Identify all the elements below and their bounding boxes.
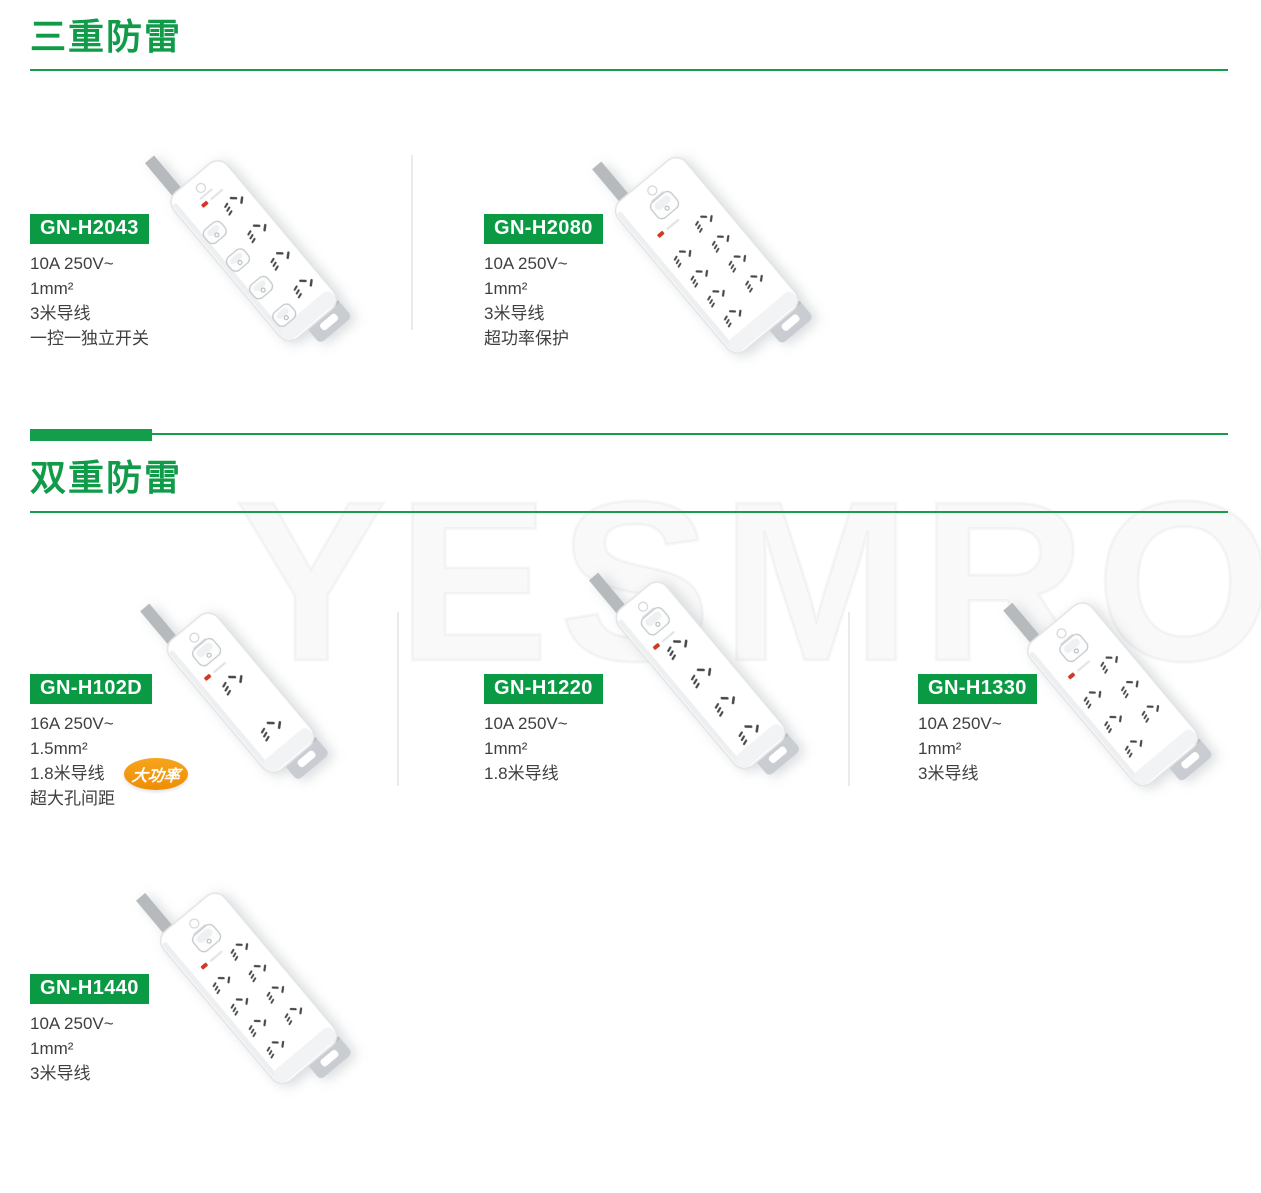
spec-line: 1mm² xyxy=(484,279,528,298)
product-specs: 10A 250V~ 1mm² 3米导线 xyxy=(30,1011,260,1086)
product-info: GN-H1220 10A 250V~ 1mm² 1.8米导线 xyxy=(484,674,714,786)
column-divider xyxy=(411,155,413,330)
high-power-tag: 大功率 xyxy=(124,758,188,790)
spec-line: 超功率保护 xyxy=(484,329,569,348)
product-image-gn-h1330 xyxy=(970,543,1255,843)
model-badge: GN-H2043 xyxy=(30,214,149,244)
section-title-triple-protection: 三重防雷 xyxy=(30,16,183,57)
spec-line: 1mm² xyxy=(30,1039,74,1058)
power-strip-illustration xyxy=(1003,602,1212,787)
power-strip-illustration xyxy=(588,572,799,775)
spec-line: 10A 250V~ xyxy=(484,254,568,273)
spec-line: 3米导线 xyxy=(918,764,979,783)
spec-line: 3米导线 xyxy=(30,304,91,323)
spec-line: 10A 250V~ xyxy=(918,714,1002,733)
model-badge: GN-H1220 xyxy=(484,674,603,704)
model-badge: GN-H1330 xyxy=(918,674,1037,704)
spec-line: 16A 250V~ xyxy=(30,714,114,733)
product-image-gn-h2080 xyxy=(557,98,854,411)
spec-line: 超大孔间距 xyxy=(30,789,115,808)
product-image-gn-h102d xyxy=(109,553,370,830)
spec-line: 3米导线 xyxy=(484,304,545,323)
section-underline xyxy=(30,511,1228,513)
section-topline xyxy=(152,433,1228,435)
spec-line: 3米导线 xyxy=(30,1064,91,1083)
product-image-gn-h1220 xyxy=(558,523,842,827)
power-strip-illustration xyxy=(592,156,812,354)
spec-line: 10A 250V~ xyxy=(30,1014,114,1033)
product-specs: 16A 250V~ 1.5mm² 1.8米导线 超大孔间距 xyxy=(30,711,260,811)
spec-line: 1mm² xyxy=(30,279,74,298)
product-info: GN-H2080 10A 250V~ 1mm² 3米导线 超功率保护 xyxy=(484,214,714,351)
product-specs: 10A 250V~ 1mm² 3米导线 一控一独立开关 xyxy=(30,251,260,351)
column-divider xyxy=(848,612,850,786)
product-info: GN-H1330 10A 250V~ 1mm² 3米导线 xyxy=(918,674,1148,786)
model-badge: GN-H1440 xyxy=(30,974,149,1004)
section-accent-bar xyxy=(30,429,152,441)
section-underline xyxy=(30,69,1228,71)
product-info: GN-H2043 10A 250V~ 1mm² 3米导线 一控一独立开关 xyxy=(30,214,260,351)
model-badge: GN-H2080 xyxy=(484,214,603,244)
product-image-gn-h2043 xyxy=(113,101,393,399)
model-badge: GN-H102D xyxy=(30,674,153,704)
product-info: GN-H102D 16A 250V~ 1.5mm² 1.8米导线 超大孔间距 xyxy=(30,674,260,811)
column-divider xyxy=(397,612,399,786)
product-info: GN-H1440 10A 250V~ 1mm² 3米导线 xyxy=(30,974,260,1086)
spec-line: 10A 250V~ xyxy=(484,714,568,733)
spec-line: 10A 250V~ xyxy=(30,254,114,273)
section-title-double-protection: 双重防雷 xyxy=(30,457,183,498)
power-strip-illustration xyxy=(140,603,328,779)
product-specs: 10A 250V~ 1mm² 3米导线 xyxy=(918,711,1148,786)
spec-line: 1mm² xyxy=(918,739,962,758)
spec-line: 1.8米导线 xyxy=(30,764,105,783)
power-strip-illustration xyxy=(135,892,351,1085)
product-image-gn-h1440 xyxy=(103,834,394,1142)
spec-line: 1.5mm² xyxy=(30,739,88,758)
spec-line: 1.8米导线 xyxy=(484,764,559,783)
product-specs: 10A 250V~ 1mm² 1.8米导线 xyxy=(484,711,714,786)
spec-line: 一控一独立开关 xyxy=(30,329,149,348)
product-specs: 10A 250V~ 1mm² 3米导线 超功率保护 xyxy=(484,251,714,351)
spec-line: 1mm² xyxy=(484,739,528,758)
power-strip-illustration xyxy=(144,155,351,342)
